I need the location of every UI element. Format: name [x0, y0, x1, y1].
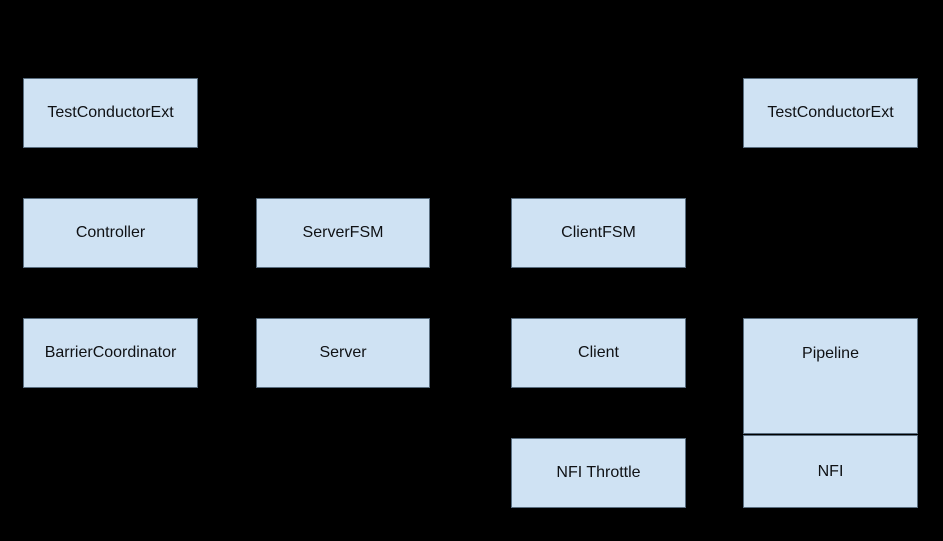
diagram-node-pipeline: Pipeline: [743, 318, 918, 434]
diagram-node-controller: Controller: [23, 198, 198, 268]
diagram-node-client: Client: [511, 318, 686, 388]
node-label-server-fsm: ServerFSM: [302, 224, 384, 242]
diagram-node-test-conductor-ext-left: TestConductorExt: [23, 78, 198, 148]
node-label-pipeline: Pipeline: [802, 345, 859, 363]
node-label-server: Server: [319, 344, 367, 362]
node-label-client: Client: [578, 344, 619, 362]
diagram-node-nfi: NFI: [743, 435, 918, 508]
node-label-nfi-throttle: NFI Throttle: [556, 464, 641, 482]
node-label-test-conductor-ext-right: TestConductorExt: [767, 104, 894, 122]
node-label-controller: Controller: [75, 224, 146, 242]
node-label-nfi: NFI: [817, 462, 844, 480]
node-label-barrier-coordinator: BarrierCoordinator: [44, 344, 177, 362]
diagram-node-client-fsm: ClientFSM: [511, 198, 686, 268]
diagram-node-server: Server: [256, 318, 430, 388]
diagram-node-server-fsm: ServerFSM: [256, 198, 430, 268]
diagram-node-nfi-throttle: NFI Throttle: [511, 438, 686, 508]
node-label-test-conductor-ext-left: TestConductorExt: [47, 104, 174, 122]
node-label-client-fsm: ClientFSM: [561, 224, 636, 242]
diagram-node-test-conductor-ext-right: TestConductorExt: [743, 78, 918, 148]
diagram-node-barrier-coordinator: BarrierCoordinator: [23, 318, 198, 388]
node-label-area: Pipeline: [744, 319, 917, 389]
